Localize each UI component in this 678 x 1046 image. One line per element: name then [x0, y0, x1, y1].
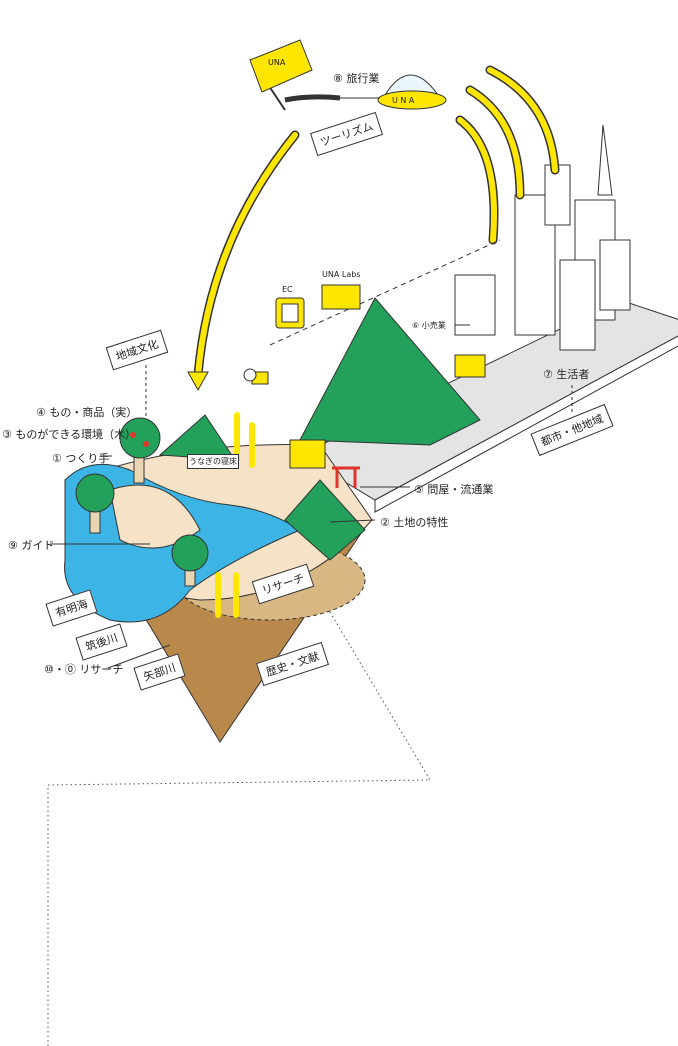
ufo-label: U N A [392, 96, 415, 105]
ec-label: EC [282, 285, 293, 294]
mountain [299, 297, 481, 446]
label-environment: ③ ものができる環境（木） [2, 428, 137, 441]
una-flag [249, 39, 341, 111]
flag-label: UNA [268, 58, 286, 67]
shop-sign: うなぎの寝床 [187, 454, 239, 469]
label-consumer: ⑦ 生活者 [543, 368, 590, 381]
labs-book-icon [321, 284, 361, 310]
labs-label: UNA Labs [322, 270, 361, 279]
una-ufo [340, 74, 447, 110]
label-research: ⑩・⓪ リサーチ [44, 663, 124, 676]
torii-icon [332, 466, 360, 488]
label-guide: ⑨ ガイド [8, 539, 55, 552]
label-wholesale: ⑤ 問屋・流通業 [414, 483, 494, 496]
label-products: ④ もの・商品（実） [36, 406, 138, 419]
city-buildings [454, 124, 631, 351]
label-retail: ⑥ 小売業 [412, 321, 446, 330]
delivery-truck [289, 439, 326, 469]
label-maker: ① つくり手 [52, 452, 110, 465]
label-land: ② 土地の特性 [380, 516, 449, 529]
label-travel: ⑧ 旅行業 [333, 72, 380, 85]
apple-tree [119, 417, 161, 484]
flow-arrows [195, 67, 558, 618]
